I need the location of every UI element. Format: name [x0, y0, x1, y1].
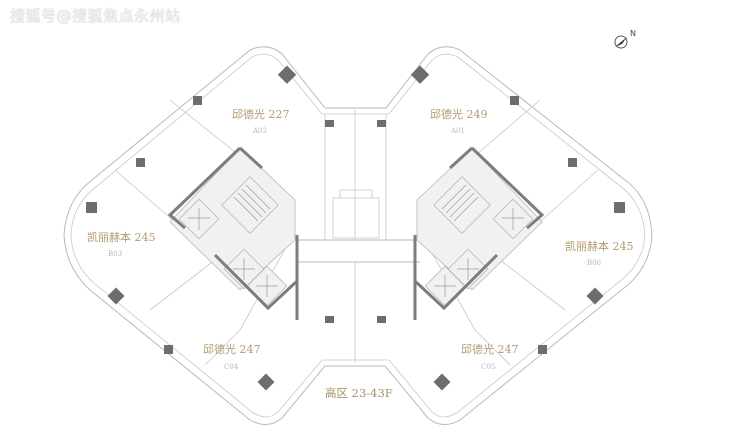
unit-a01: 邱德光 249 A01 [430, 107, 488, 135]
north-arrow-icon: N [614, 29, 636, 49]
unit-label: 邱德光 247 [461, 342, 519, 356]
core-left [167, 146, 299, 320]
columns [86, 65, 625, 391]
unit-code: B03 [108, 250, 122, 258]
building-outline-inner [70, 53, 646, 418]
unit-label: 邱德光 249 [430, 107, 488, 121]
unit-b03: 凯丽赫本 245 B03 [87, 230, 156, 258]
unit-label: 邱德光 227 [232, 107, 290, 121]
north-letter: N [630, 29, 636, 38]
core-right [413, 146, 545, 320]
unit-b06: 凯丽赫本 245 B06 [565, 239, 634, 267]
building-outline [63, 46, 653, 425]
unit-code: A01 [450, 127, 465, 135]
unit-code: C05 [481, 363, 495, 371]
watermark-text: 搜狐号@搜狐焦点永州站 [10, 7, 181, 25]
floor-label: 高区 23-43F [325, 386, 393, 400]
unit-code: A02 [252, 127, 267, 135]
unit-label: 凯丽赫本 245 [87, 230, 156, 244]
unit-label: 邱德光 247 [203, 342, 261, 356]
unit-a02: 邱德光 227 A02 [232, 107, 290, 135]
unit-c04: 邱德光 247 C04 [203, 342, 261, 371]
unit-code: B06 [587, 259, 602, 267]
unit-label: 凯丽赫本 245 [565, 239, 634, 253]
unit-c05: 邱德光 247 C05 [461, 342, 519, 371]
unit-code: C04 [224, 363, 239, 371]
